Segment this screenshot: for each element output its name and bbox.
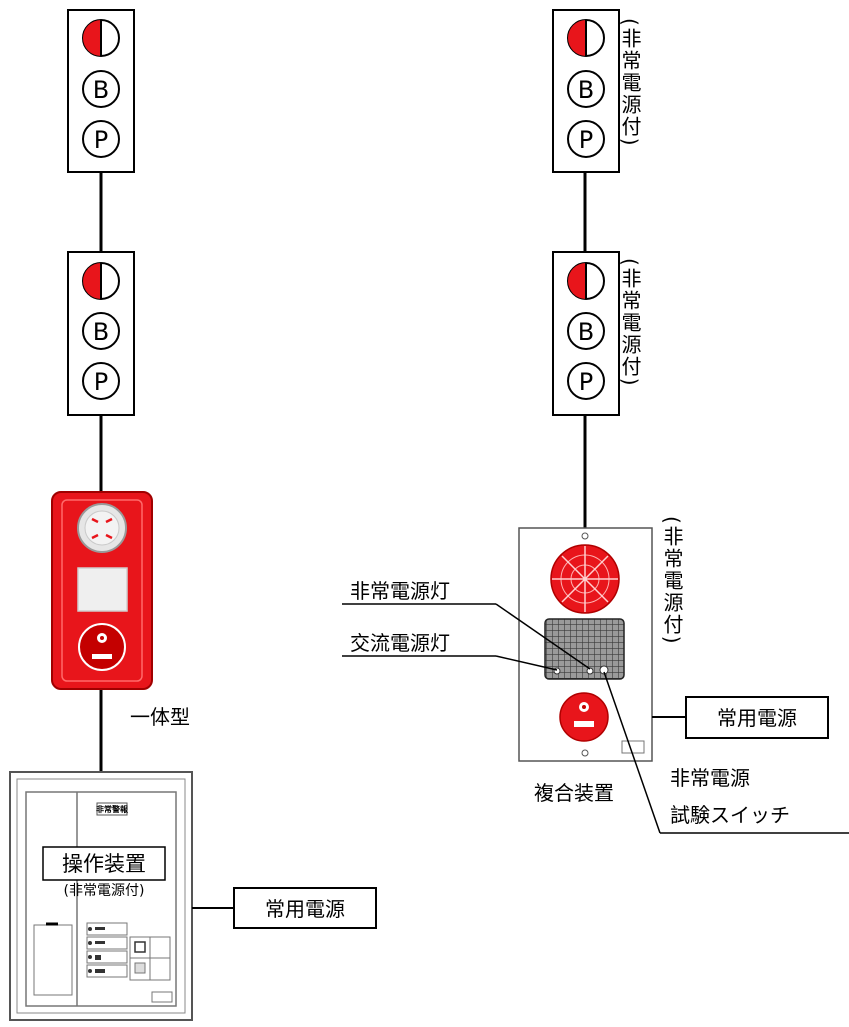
power-box bbox=[685, 696, 829, 739]
svg-text:P: P bbox=[579, 368, 593, 396]
terminal-station: B P bbox=[552, 9, 620, 173]
leader-line bbox=[603, 671, 661, 834]
svg-text:P: P bbox=[94, 368, 108, 396]
svg-text:B: B bbox=[93, 76, 109, 104]
bell-symbol-icon: B bbox=[82, 312, 120, 350]
compound-device bbox=[518, 527, 653, 762]
panel-title: 操作装置 bbox=[62, 852, 146, 876]
compound-note-vertical: (非常電源付) bbox=[660, 516, 684, 646]
svg-text:P: P bbox=[94, 126, 108, 154]
lamp-icon bbox=[567, 262, 605, 300]
lamp-icon bbox=[82, 19, 120, 57]
alarm-lamp-icon bbox=[77, 503, 127, 553]
push-button-symbol-icon: P bbox=[82, 362, 120, 400]
test-switch-callout-line2: 試験スイッチ bbox=[670, 803, 790, 827]
integrated-alarm-unit bbox=[51, 491, 153, 690]
svg-text:B: B bbox=[578, 318, 594, 346]
terminal-station: B P bbox=[552, 251, 620, 416]
svg-text:B: B bbox=[578, 76, 594, 104]
emergency-lamp-indicator bbox=[586, 667, 594, 675]
integrated-unit-label: 一体型 bbox=[130, 705, 190, 729]
svg-text:P: P bbox=[579, 126, 593, 154]
bell-symbol-icon: B bbox=[82, 70, 120, 108]
power-box bbox=[233, 887, 377, 929]
flashing-lamp-icon bbox=[550, 544, 620, 614]
push-button-symbol-icon: P bbox=[567, 120, 605, 158]
leader-line bbox=[495, 655, 558, 671]
ac-lamp-callout: 交流電源灯 bbox=[350, 631, 450, 655]
panel-header-plate: 非常警報 bbox=[96, 804, 129, 814]
terminal-station: B P bbox=[67, 251, 135, 416]
compound-device-label: 複合装置 bbox=[534, 781, 614, 805]
operation-panel: 非常警報 操作装置 (非常電源付) bbox=[9, 771, 193, 1021]
lamp-icon bbox=[567, 19, 605, 57]
emergency-lamp-callout: 非常電源灯 bbox=[350, 579, 450, 603]
leader-line bbox=[495, 603, 591, 670]
right-power-label: 常用電源 bbox=[717, 706, 797, 730]
station-note-vertical: (非常電源付) bbox=[618, 18, 642, 148]
push-button-icon bbox=[559, 692, 609, 742]
svg-text:B: B bbox=[93, 318, 109, 346]
push-button-icon bbox=[78, 623, 126, 671]
left-system: B P B P bbox=[9, 9, 377, 1021]
push-button-symbol-icon: P bbox=[82, 120, 120, 158]
push-button-symbol-icon: P bbox=[567, 362, 605, 400]
left-power-label: 常用電源 bbox=[265, 897, 345, 921]
right-system: B P (非常電源付) B P (非常電源付) bbox=[342, 9, 849, 834]
terminal-station: B P bbox=[67, 9, 135, 173]
test-switch-callout-line1: 非常電源 bbox=[670, 766, 750, 790]
bell-symbol-icon: B bbox=[567, 312, 605, 350]
bell-grille bbox=[77, 567, 128, 612]
panel-subtitle: (非常電源付) bbox=[64, 883, 145, 899]
bell-symbol-icon: B bbox=[567, 70, 605, 108]
lamp-icon bbox=[82, 262, 120, 300]
speaker-grille bbox=[544, 618, 625, 680]
station-note-vertical: (非常電源付) bbox=[618, 258, 642, 388]
indicator-marks bbox=[88, 927, 105, 973]
